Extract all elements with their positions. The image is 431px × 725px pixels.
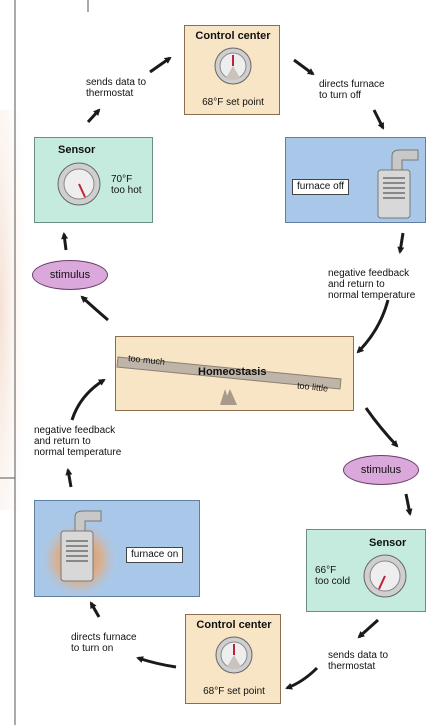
thermostat-icon (215, 636, 253, 674)
directs-furnace-label-line1: directs furnace (319, 79, 385, 90)
furnace-status-label: furnace off (292, 179, 350, 195)
arrow-icon (285, 666, 319, 690)
arrow-icon (89, 601, 101, 618)
arrow-icon (70, 378, 106, 421)
sensor-reading-line1: 70°F (111, 174, 133, 185)
sensor-title: Sensor (58, 144, 96, 156)
stimulus-bottom: stimulus (343, 455, 419, 485)
furnace-status-label: furnace on (126, 547, 184, 563)
arrow-icon (136, 656, 177, 669)
set-point-label: 68°F set point (202, 97, 264, 108)
sensor-title: Sensor (369, 537, 407, 549)
sensor-top: Sensor 70°F too hot (34, 137, 153, 223)
furnace-off-box: furnace off (285, 137, 426, 223)
negative-feedback-label-bottom-line1: negative feedback (34, 425, 116, 436)
thermostat-icon (363, 554, 407, 598)
arrow-icon (364, 407, 399, 448)
arrow-icon (372, 109, 385, 130)
sends-data-label-line2: thermostat (86, 88, 134, 99)
arrow-icon (80, 295, 109, 322)
control-center-title: Control center (195, 30, 271, 42)
stimulus-top: stimulus (32, 260, 108, 290)
control-center-top: Control center 68°F set point (184, 25, 280, 115)
homeostasis-title: Homeostasis (198, 366, 267, 378)
negative-feedback-label-line1: negative feedback (328, 268, 410, 279)
arrow-icon (293, 58, 315, 76)
arrow-icon (357, 618, 380, 639)
arrow-icon (61, 232, 69, 251)
sensor-reading-line1: 66°F (315, 565, 337, 576)
set-point-label: 68°F set point (203, 686, 265, 697)
furnace-on-box: furnace on (34, 500, 200, 598)
control-center-title: Control center (196, 619, 272, 631)
arrow-icon (86, 108, 101, 124)
arrow-icon (149, 56, 172, 74)
furnace-icon (39, 510, 119, 598)
directs-furnace-label-bottom-line1: directs furnace (71, 632, 137, 643)
thermostat-icon (214, 47, 252, 85)
negative-feedback-label-bottom-line3: normal temperature (34, 447, 122, 458)
sends-data-label-bottom-line1: sends data to (328, 650, 389, 661)
arrow-icon (65, 468, 73, 488)
balance-scale-icon (116, 356, 342, 405)
directs-furnace-label-line2: to turn off (319, 90, 362, 101)
arrow-icon (356, 299, 390, 354)
sensor-reading-line2: too cold (315, 576, 351, 587)
sensor-bottom: Sensor 66°F too cold (306, 529, 426, 612)
homeostasis-box: too much Homeostasis too little (115, 336, 354, 411)
control-center-bottom: Control center 68°F set point (185, 614, 281, 704)
arrow-icon (404, 493, 413, 516)
negative-feedback-label-line3: normal temperature (328, 290, 416, 301)
arrow-icon (397, 232, 405, 254)
directs-furnace-label-bottom-line2: to turn on (71, 643, 114, 654)
negative-feedback-label-line2: and return to (328, 279, 385, 290)
thermostat-icon (57, 162, 101, 206)
sends-data-label-bottom-line2: thermostat (328, 661, 376, 672)
negative-feedback-label-bottom-line2: and return to (34, 436, 91, 447)
sensor-reading-line2: too hot (111, 185, 142, 196)
furnace-icon (377, 149, 419, 219)
sends-data-label-line1: sends data to (86, 77, 147, 88)
